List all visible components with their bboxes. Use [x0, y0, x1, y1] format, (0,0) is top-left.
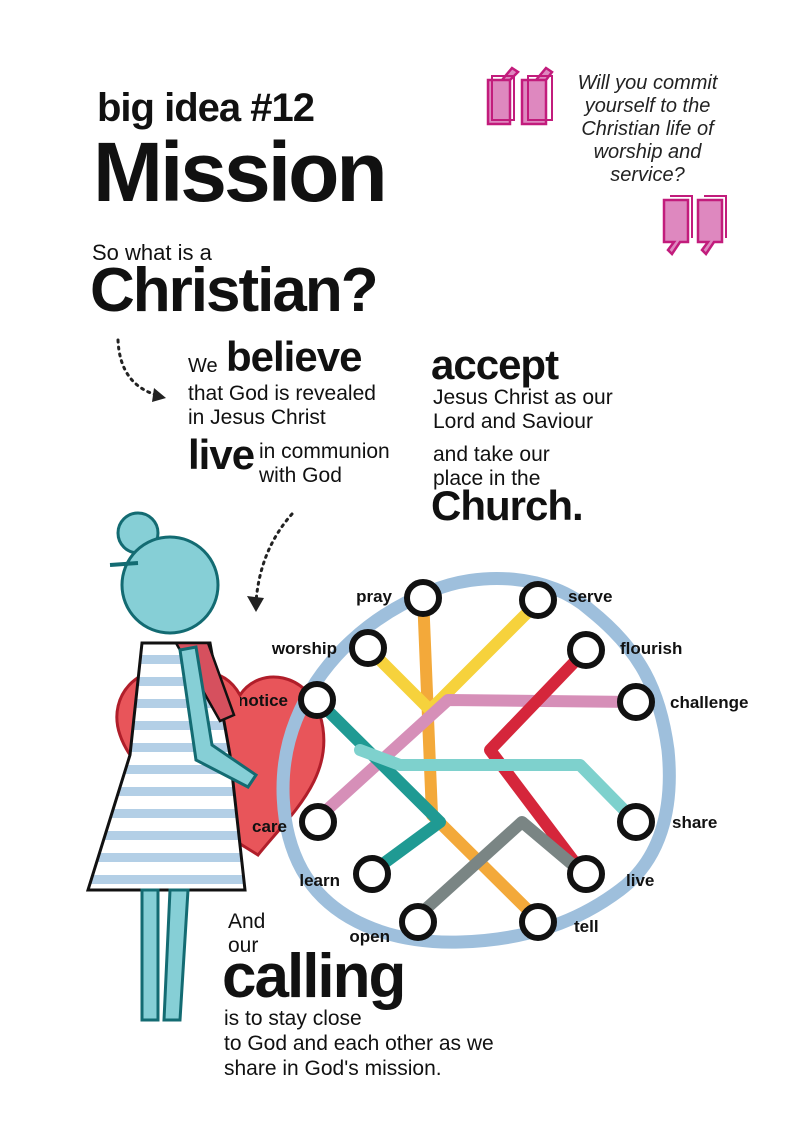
- believe-text: that God is revealed in Jesus Christ: [188, 382, 376, 429]
- we-label: We: [188, 355, 218, 377]
- station-serve: [519, 581, 557, 619]
- open-quote-icon: [486, 66, 554, 126]
- and-our-text: And our: [228, 910, 266, 957]
- station-share: [617, 803, 655, 841]
- station-label-share: share: [672, 813, 717, 832]
- church-word: Church.: [431, 482, 584, 529]
- line-orange: [417, 590, 544, 926]
- calling-word: calling: [222, 942, 406, 1011]
- take-place-text: and take our place in the: [433, 443, 550, 490]
- calling-text: is to stay close to God and each other a…: [224, 1007, 494, 1080]
- intro-heading: Christian?: [90, 256, 379, 325]
- accept-text: Jesus Christ as our Lord and Saviour: [433, 386, 613, 433]
- dotted-arrow-down-icon: [247, 512, 294, 612]
- line-red: [484, 644, 592, 878]
- live-text: in communion with God: [259, 440, 390, 487]
- accept-word: accept: [431, 341, 559, 388]
- kicker: big idea #12: [97, 86, 315, 130]
- station-flourish: [567, 631, 605, 669]
- station-label-care: care: [252, 817, 287, 836]
- station-challenge: [617, 683, 655, 721]
- line-pink: [312, 694, 642, 824]
- person-with-heart-illustration: [85, 511, 326, 1022]
- station-tell: [519, 903, 557, 941]
- station-live: [567, 855, 605, 893]
- station-notice: [298, 681, 336, 719]
- station-worship: [349, 629, 387, 667]
- station-label-tell: tell: [574, 917, 599, 936]
- intro-question: So what is a: [92, 240, 212, 265]
- station-label-learn: learn: [299, 871, 340, 890]
- line-grey: [412, 816, 592, 922]
- page-title: Mission: [93, 125, 388, 219]
- station-label-pray: pray: [356, 587, 392, 606]
- station-label-worship: worship: [271, 639, 337, 658]
- mission-metro-map: pray serve worship flourish notice chall…: [240, 572, 748, 949]
- close-quote-icon: [662, 195, 727, 256]
- line-lightteal: [354, 744, 642, 828]
- station-label-challenge: challenge: [670, 693, 748, 712]
- station-pray: [404, 579, 442, 617]
- line-teal: [311, 694, 446, 878]
- believe-word: believe: [226, 333, 362, 380]
- station-label-flourish: flourish: [620, 639, 682, 658]
- station-open: [399, 903, 437, 941]
- quote-text: Will you commit yourself to the Christia…: [577, 72, 718, 186]
- dotted-arrow-icon: [116, 338, 166, 402]
- station-label-open: open: [349, 927, 390, 946]
- station-label-serve: serve: [568, 587, 612, 606]
- station-label-live: live: [626, 871, 654, 890]
- live-word: live: [188, 431, 255, 478]
- station-label-notice: notice: [240, 691, 288, 710]
- station-learn: [353, 855, 391, 893]
- station-care: [299, 803, 337, 841]
